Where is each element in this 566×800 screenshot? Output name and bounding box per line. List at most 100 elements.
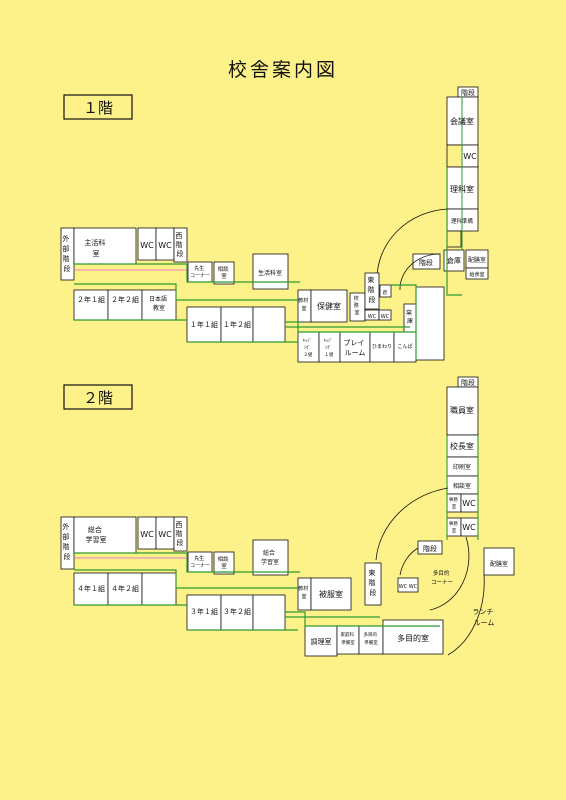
label-multi-prep: 多目的 準備室 xyxy=(364,631,379,646)
label-multi: 多目的室 xyxy=(397,633,429,643)
label-life-science2: 生活科室 xyxy=(258,269,282,277)
label-stairs-top-2: 階段 xyxy=(461,378,475,387)
label-play: プレイ ルーム xyxy=(343,339,366,357)
label-counsel: 相談 室 xyxy=(218,265,231,280)
room-2-2 xyxy=(107,289,143,321)
label-general2: 総合 学習室 xyxy=(261,549,279,566)
label-principal: 校長室 xyxy=(450,441,474,451)
label-stairs-top: 階段 xyxy=(461,88,475,97)
room-japanese xyxy=(141,289,177,321)
label-kono: こんぱ xyxy=(397,343,412,350)
room-east-stairs xyxy=(364,272,380,310)
label-wc-mid: WC WC xyxy=(399,584,418,590)
east-wing-1 xyxy=(412,86,489,361)
label-wc-s1: WC xyxy=(368,314,377,320)
label-office2: 事務 室 xyxy=(449,520,459,534)
room-hiro xyxy=(369,331,395,363)
label-wc-b: WC xyxy=(462,523,476,532)
label-japanese: 日本語 教室 xyxy=(149,295,169,312)
label-hiro: ひまわり xyxy=(372,343,392,350)
label-wc1: WC xyxy=(140,241,154,250)
corridor-line xyxy=(446,167,462,296)
room-stairs-mid xyxy=(412,253,441,270)
label-wc2-2: WC xyxy=(158,530,172,539)
label-1-1: １年１組 xyxy=(190,320,218,329)
label-lunch1: ｷｯｼﾞ ﾝｸﾞ ２組 xyxy=(303,337,313,358)
floor-2-label: ２階 xyxy=(83,389,113,407)
label-wc-s2: WC xyxy=(381,314,390,320)
room-health xyxy=(310,289,348,323)
label-wc1-2: WC xyxy=(140,530,154,539)
label-admin: 校 務 室 xyxy=(354,295,361,316)
page-title: 校舎案内図 xyxy=(228,59,338,81)
label-counsel-2: 相談 室 xyxy=(218,555,231,570)
label-wc2: WC xyxy=(158,241,172,250)
room-1-2 xyxy=(220,306,254,343)
room-delivery2 xyxy=(465,267,489,280)
label-cook-prep: 家庭科 準備室 xyxy=(341,631,356,646)
label-west-stairs-2: 西 階 段 xyxy=(175,521,184,547)
room-2-1 xyxy=(73,289,109,321)
label-west-stairs: 西 階 段 xyxy=(175,232,184,258)
title-area: 校舎案内図 xyxy=(228,59,338,81)
label-corner-2: 先生 コーナー xyxy=(190,555,210,569)
label-clothing: 被服室 xyxy=(319,589,343,599)
label-science: 理科室 xyxy=(450,184,474,194)
floor-1: １階 階段 会議室 WC 理科室 理科準備 倉庫 配膳室 給食室 階段 xyxy=(60,86,489,363)
label-life-science: 主活科 室 xyxy=(84,238,107,258)
label-3-1: ３年１組 xyxy=(190,607,218,616)
label-materials: 教材 室 xyxy=(298,297,310,312)
room-wc-s2 xyxy=(378,309,392,321)
label-office: 事務 室 xyxy=(449,496,459,510)
label-multi-corner: 多目的 コーナー xyxy=(431,569,453,586)
floor-1-label-box xyxy=(63,94,133,120)
label-lunch2: ｷｯｼﾞ ﾝｸﾞ １組 xyxy=(324,337,334,358)
label-health: 保健室 xyxy=(317,301,341,311)
label-materials-2: 教材 室 xyxy=(298,585,310,600)
west-wing-2 xyxy=(60,516,444,657)
corridors-2 xyxy=(74,552,440,631)
label-print: 印刷室 xyxy=(453,463,471,471)
corridor xyxy=(446,144,463,168)
floor-2-label-box xyxy=(63,384,133,410)
label-cooking: 調理室 xyxy=(311,637,332,646)
label-lunchroom: ランチ ルーム xyxy=(472,608,495,627)
room-life-science xyxy=(73,227,137,265)
east-corridor xyxy=(415,286,445,361)
label-staff: 職員室 xyxy=(450,405,474,415)
label-east-stairs: 東 階 段 xyxy=(367,275,376,304)
room-life-science2 xyxy=(252,253,289,290)
label-corner: 先生 コーナー xyxy=(190,265,210,279)
label-3-2: ３年２組 xyxy=(223,607,251,616)
curved-path xyxy=(399,253,441,291)
label-meeting: 会議室 xyxy=(450,116,474,126)
room-play xyxy=(339,331,371,363)
label-2-2: ２年２組 xyxy=(111,295,139,304)
east-wing-2 xyxy=(417,376,515,576)
label-wc-a: WC xyxy=(462,499,476,508)
room-west-stairs xyxy=(173,227,188,263)
label-delivery: 配膳室 xyxy=(468,256,486,264)
room-1-3 xyxy=(252,306,286,343)
label-kiln: 窯 庫 xyxy=(406,309,414,325)
label-east-stairs-2: 東 階 段 xyxy=(368,568,377,597)
label-delivery2: 給食室 xyxy=(469,271,484,278)
label-4-2: ４年２組 xyxy=(111,584,139,593)
curved-path xyxy=(376,208,449,281)
room-storage xyxy=(443,249,465,272)
label-general: 総合 学習室 xyxy=(86,525,107,544)
label-delivery-2: 配膳室 xyxy=(490,560,508,568)
label-4-1: ４年１組 xyxy=(77,584,105,593)
label-1-2: １年２組 xyxy=(223,320,251,329)
corridor xyxy=(446,230,462,248)
room-1-1 xyxy=(186,306,222,343)
label-records: 相談室 xyxy=(453,482,471,490)
label-stairs-mid: 階段 xyxy=(419,258,433,267)
label-stairs-mid-2: 階段 xyxy=(423,544,437,553)
label-wc-e: WC xyxy=(463,152,477,161)
floor-1-label: １階 xyxy=(83,99,113,117)
label-science-prep: 理科準備 xyxy=(451,217,474,225)
label-outer-stairs-2: 外 部 階 段 xyxy=(62,522,71,561)
floor-2: ２階 階段 職員室 校長室 印刷室 相談室 事務 室 WC xyxy=(60,376,515,657)
